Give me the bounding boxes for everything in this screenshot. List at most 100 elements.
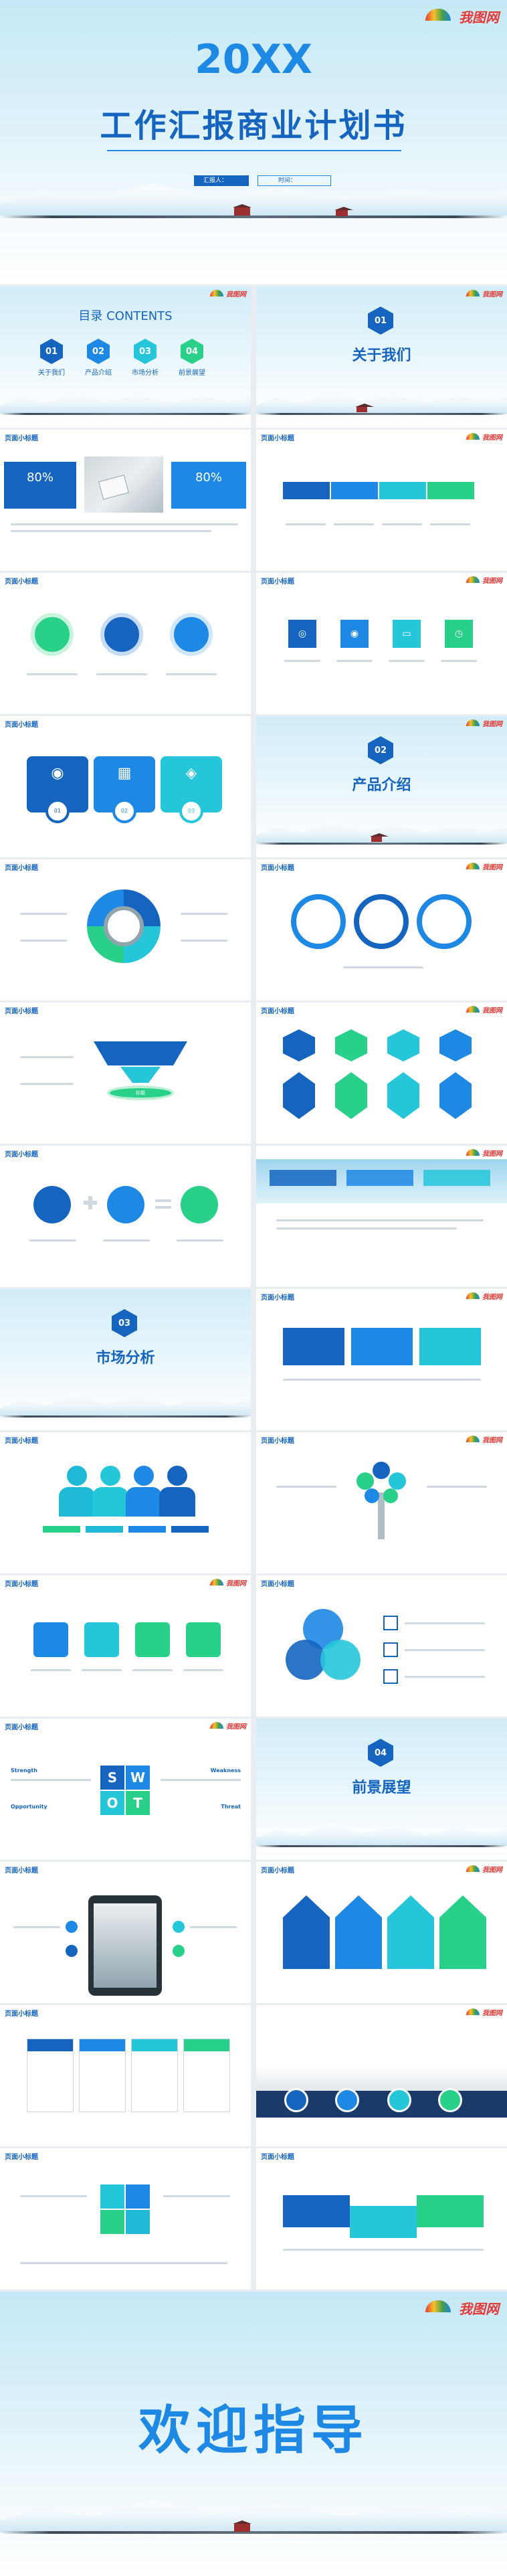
page-heading: 页面小标题: [261, 1438, 294, 1445]
chat-icon: ▭: [393, 620, 421, 648]
banner-tab-3: [423, 1170, 490, 1186]
text-line: [190, 1926, 237, 1928]
label-bar-3: [128, 1526, 166, 1533]
text-line: [389, 660, 425, 662]
stats-slide: 页面小标题 80% 80%: [0, 430, 251, 571]
toc-item-3[interactable]: 市场分析: [132, 369, 159, 377]
text-line: [382, 523, 422, 525]
text-line: [31, 1669, 71, 1671]
section-slide-01: 我图网 01 关于我们: [256, 286, 507, 428]
red-house-icon: [355, 404, 374, 412]
tree-trunk: [378, 1492, 385, 1539]
plan-header-1: [27, 2039, 73, 2051]
toc-item-1[interactable]: 关于我们: [38, 369, 65, 377]
cover-year: 20XX: [194, 36, 312, 83]
hex-bag: [439, 1029, 472, 1061]
text-line: [427, 1486, 487, 1488]
toc-slide: 我图网 目录 CONTENTS 01 02 03 04 关于我们 产品介绍 市场…: [0, 286, 251, 428]
rainbow-icon: [466, 1292, 480, 1299]
text-line: [441, 660, 477, 662]
ring-3: [417, 894, 472, 949]
rainbow-icon: [466, 863, 480, 869]
section-title: 产品介绍: [352, 777, 411, 794]
tab-card-1: [283, 482, 330, 499]
toc-item-2[interactable]: 产品介绍: [85, 369, 112, 377]
band-circle-3: [387, 2088, 411, 2112]
section-number: 03: [112, 1309, 137, 1337]
text-line: [336, 660, 373, 662]
text-line: [11, 530, 211, 532]
red-house-icon: [370, 833, 389, 842]
stat-value-right: 80%: [195, 470, 222, 485]
cover-title: 工作汇报商业计划书: [100, 107, 407, 145]
red-house-icon: [233, 204, 251, 216]
icon-tiles-slide: 页面小标题 我图网: [0, 1575, 251, 1717]
mountains: [256, 1824, 507, 1846]
swot-letter-o: O: [100, 1791, 124, 1815]
shoreline: [256, 1845, 507, 1847]
puzzle-piece-2: [126, 2184, 150, 2209]
team-slide: 页面小标题: [0, 1432, 251, 1573]
plan-header-2: [80, 2039, 125, 2051]
reporter-field[interactable]: 汇报人：: [194, 175, 249, 186]
brand-logo: 我图网: [466, 1005, 502, 1015]
swot-weakness: Weakness: [210, 1768, 241, 1774]
clock-icon: ◷: [445, 620, 473, 648]
label-bar-4: [171, 1526, 209, 1533]
circles-slide: 页面小标题: [0, 573, 251, 714]
text-line: [334, 523, 374, 525]
page-heading: 页面小标题: [5, 578, 38, 586]
rainbow-icon: [466, 1006, 480, 1013]
icon-badges-slide: 页面小标题 我图网 ◎ ◉ ▭ ◷: [256, 573, 507, 714]
rainbow-icon: [425, 2300, 451, 2312]
text-line: [20, 2195, 87, 2197]
brand-logo: 我图网: [466, 718, 502, 728]
hex-chart: [387, 1029, 419, 1061]
time-field[interactable]: 时间：: [258, 175, 331, 186]
step-badge-2: [112, 799, 136, 823]
cover-divider: [107, 150, 401, 151]
text-line: [13, 1926, 60, 1928]
section-number: 04: [368, 1739, 393, 1767]
text-line: [284, 660, 320, 662]
rings-slide: 页面小标题 我图网: [256, 859, 507, 1001]
equation-slide: 页面小标题: [0, 1146, 251, 1287]
brand-logo: 我图网: [466, 1148, 502, 1158]
hex-tall-3: [387, 1072, 419, 1119]
page-heading: 页面小标题: [5, 2154, 38, 2161]
toc-num-1: 01: [40, 339, 63, 364]
check-icon: [181, 1186, 218, 1223]
brand-logo: 我图网: [466, 861, 502, 871]
tab-card-3: [379, 482, 426, 499]
brand-logo: 我图网: [425, 7, 499, 25]
rainbow-icon: [466, 2008, 480, 2015]
brand-logo: 我图网: [466, 288, 502, 298]
closing-slide: 我图网 欢迎指导: [0, 2292, 507, 2576]
rainbow-icon: [210, 1579, 223, 1585]
page-heading: 页面小标题: [5, 1724, 38, 1731]
hex-columns-slide: 页面小标题 我图网: [256, 1003, 507, 1144]
rainbow-icon: [425, 9, 451, 21]
grid-icon: ▦: [117, 764, 132, 782]
circle-green: [31, 613, 74, 656]
funnel-slide: 页面小标题 标题: [0, 1003, 251, 1144]
equals-icon: [155, 1199, 171, 1202]
ribbon-slide: 页面小标题: [256, 2148, 507, 2290]
plan-card-2: [79, 2039, 126, 2112]
section-title: 市场分析: [96, 1350, 155, 1367]
page-heading: 页面小标题: [5, 721, 38, 729]
text-line: [286, 523, 326, 525]
toc-item-4[interactable]: 前景展望: [179, 369, 205, 377]
person-body-2: [92, 1487, 128, 1517]
section-number: 01: [368, 307, 393, 335]
text-line: [283, 1379, 481, 1381]
text-line: [166, 673, 217, 675]
swot-letter-s: S: [100, 1766, 124, 1790]
puzzle-piece-3: [100, 2210, 124, 2234]
rainbow-icon: [466, 1436, 480, 1442]
card-calendar: [283, 1328, 344, 1365]
brand-logo: 我图网: [466, 575, 502, 585]
dot-icon: [173, 1921, 185, 1933]
hex-tall-2: [335, 1072, 367, 1119]
text-line: [161, 1779, 241, 1781]
